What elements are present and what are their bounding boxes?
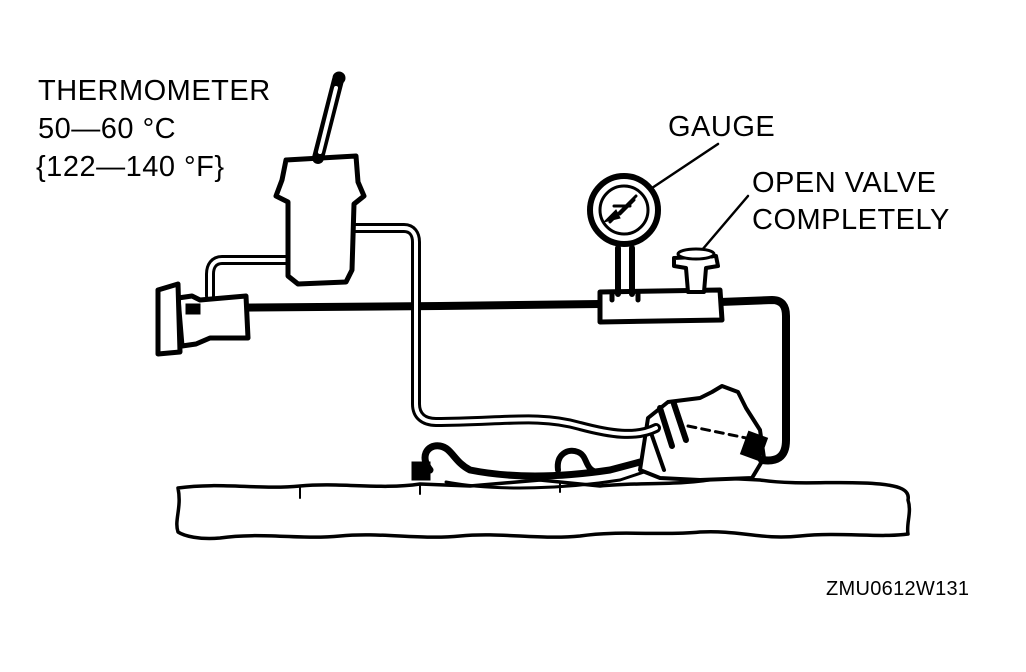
thermometer bbox=[312, 71, 346, 164]
thermometer-label: THERMOMETER bbox=[38, 75, 271, 107]
gauge-manifold bbox=[597, 245, 725, 325]
open-valve-label-line1: OPEN VALVE bbox=[752, 167, 936, 199]
gauge-label: GAUGE bbox=[668, 111, 775, 143]
shut-off-valve bbox=[672, 247, 720, 294]
pressure-line bbox=[192, 296, 790, 465]
pinion-valve-body bbox=[638, 384, 769, 482]
oil-reservoir bbox=[273, 153, 367, 287]
pressure-gauge bbox=[587, 173, 661, 247]
temperature-fahrenheit-label: {122—140 °F} bbox=[36, 151, 225, 183]
figure-code: ZMU0612W131 bbox=[826, 578, 969, 600]
temperature-celsius-label: 50—60 °C bbox=[38, 113, 176, 145]
steering-gear-housing bbox=[175, 476, 912, 541]
valve-leader-line bbox=[700, 194, 750, 252]
open-valve-label-line2: COMPLETELY bbox=[752, 204, 950, 236]
return-line-outer bbox=[325, 223, 661, 439]
reservoir-hose-outer bbox=[205, 255, 293, 301]
rack-pipes bbox=[411, 442, 652, 490]
oil-pump bbox=[155, 281, 251, 357]
